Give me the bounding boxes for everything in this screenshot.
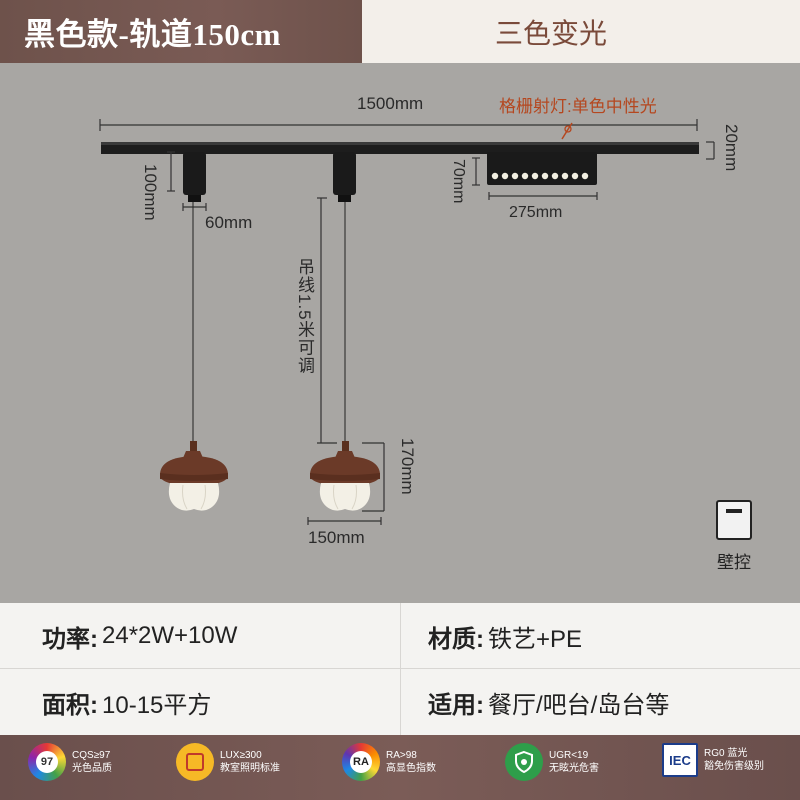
ra-icon: RA (342, 743, 380, 781)
spec-key: 材质: (428, 625, 484, 653)
cqs-icon: 97 (28, 743, 66, 781)
spec-value: 24*2W+10W (102, 622, 238, 649)
track-length-dimension (99, 119, 698, 131)
spec-material: 材质: 铁艺+PE (428, 603, 582, 669)
wall-control-label: 壁控 (717, 553, 751, 572)
mode-label: 三色变光 (362, 0, 800, 63)
grille-leds (491, 172, 589, 180)
shade-height-label: 170mm (398, 438, 417, 495)
iec-icon: IEC (662, 743, 698, 777)
spec-divider (400, 603, 401, 735)
shade-width-label: 150mm (308, 528, 365, 547)
grille-length-label: 275mm (509, 204, 563, 221)
adapter-left (183, 152, 206, 195)
product-diagram: 1500mm 格栅射灯:单色中性光 20mm 70mm 275mm 100mm … (0, 63, 800, 603)
wall-switch-icon (716, 500, 752, 540)
spec-row: 功率: 24*2W+10W 材质: 铁艺+PE (0, 603, 800, 669)
spec-value: 餐厅/吧台/岛台等 (488, 691, 670, 719)
track-length-label: 1500mm (357, 94, 424, 113)
grille-height-label: 70mm (450, 159, 467, 204)
spec-key: 功率: (42, 625, 98, 653)
adapter-width-label: 60mm (205, 213, 253, 232)
grille-spotlight (487, 152, 597, 185)
shield-eye-icon (515, 750, 533, 774)
ugr-icon (505, 743, 543, 781)
wall-control: 壁控 (714, 500, 754, 572)
spec-table: 功率: 24*2W+10W 材质: 铁艺+PE 面积: 10-15平方 适用: … (0, 603, 800, 735)
cable-length-note: 吊线1.5米可调 (295, 258, 314, 375)
diagram-drawing (99, 119, 715, 525)
spec-key: 适用: (428, 691, 484, 719)
grille-spotlight-label: 格栅射灯:单色中性光 (499, 97, 657, 116)
spec-value: 铁艺+PE (488, 625, 583, 653)
product-title: 黑色款-轨道150cm (0, 0, 362, 63)
spec-area: 面积: 10-15平方 (42, 669, 211, 735)
lux-icon (176, 743, 214, 781)
adapter-right (333, 152, 356, 195)
track-height-label: 20mm (722, 124, 741, 172)
spec-power: 功率: 24*2W+10W (42, 603, 237, 669)
mode-text: 三色变光 (494, 18, 607, 50)
pendant-right (310, 441, 380, 511)
spec-key: 面积: (42, 691, 98, 719)
spec-value: 10-15平方 (102, 691, 212, 719)
pendant-left (160, 441, 228, 511)
badge-iec: IEC RG0 蓝光豁免伤害级别 (662, 743, 764, 777)
spec-row: 面积: 10-15平方 适用: 餐厅/吧台/岛台等 (0, 669, 800, 735)
spec-usage: 适用: 餐厅/吧台/岛台等 (428, 669, 669, 735)
adapter-height-label: 100mm (141, 164, 160, 221)
